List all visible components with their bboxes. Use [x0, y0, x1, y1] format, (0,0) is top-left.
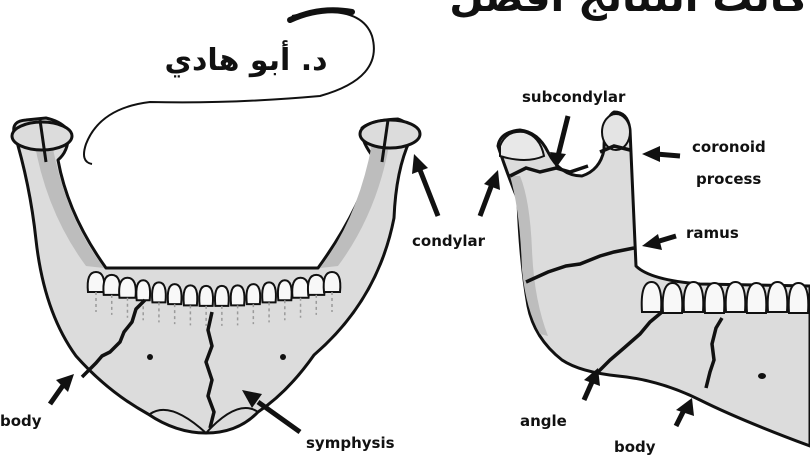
arrow-ramus — [642, 234, 676, 250]
lateral-mandible-shape — [498, 112, 810, 446]
label-ramus: ramus — [686, 226, 739, 241]
arrow-condylar-right — [480, 170, 500, 216]
front-tooth — [103, 275, 120, 295]
front-mandible — [12, 118, 420, 433]
arrow-body-right — [676, 398, 694, 426]
front-condyle-right — [360, 120, 420, 148]
label-process: process — [696, 172, 761, 187]
lateral-foramen — [758, 373, 766, 379]
header-arabic-text: كانت النتائج افضل — [428, 0, 808, 18]
front-foramen-right — [280, 354, 286, 360]
label-body-right: body — [614, 440, 656, 455]
label-condylar: condylar — [412, 234, 485, 249]
front-tooth — [308, 275, 325, 295]
lateral-coronoid-cap — [602, 114, 630, 150]
label-subcondylar: subcondylar — [522, 90, 625, 105]
signature-text: د. أبو هادي — [136, 46, 356, 76]
front-tooth — [215, 286, 229, 306]
front-tooth — [231, 285, 245, 305]
front-tooth — [152, 282, 166, 302]
front-tooth — [168, 284, 182, 304]
front-tooth — [136, 280, 150, 300]
front-tooth — [184, 285, 198, 305]
lateral-tooth — [726, 282, 746, 312]
front-tooth — [246, 284, 260, 304]
label-symphysis: symphysis — [306, 436, 395, 451]
front-tooth — [119, 278, 136, 298]
signature-swash-top — [290, 10, 352, 20]
label-angle: angle — [520, 414, 567, 429]
front-foramen-left — [147, 354, 153, 360]
lateral-tooth — [789, 283, 809, 313]
front-tooth — [262, 282, 276, 302]
front-tooth — [199, 286, 213, 306]
lateral-tooth — [684, 282, 704, 312]
front-tooth — [278, 280, 292, 300]
lateral-tooth — [663, 283, 683, 313]
front-tooth — [292, 278, 309, 298]
label-coronoid: coronoid — [692, 140, 766, 155]
arrow-condylar-left — [412, 154, 438, 216]
front-tooth — [324, 272, 341, 292]
lateral-tooth — [747, 283, 767, 313]
front-tooth — [88, 272, 105, 292]
lateral-tooth — [705, 283, 725, 313]
lateral-mandible — [498, 112, 810, 446]
signature-swash — [84, 12, 374, 164]
arrow-coronoid — [642, 146, 680, 162]
lateral-tooth — [642, 282, 662, 312]
label-body-left: body — [0, 414, 42, 429]
lateral-tooth — [768, 282, 788, 312]
arrow-body-left — [50, 374, 74, 404]
